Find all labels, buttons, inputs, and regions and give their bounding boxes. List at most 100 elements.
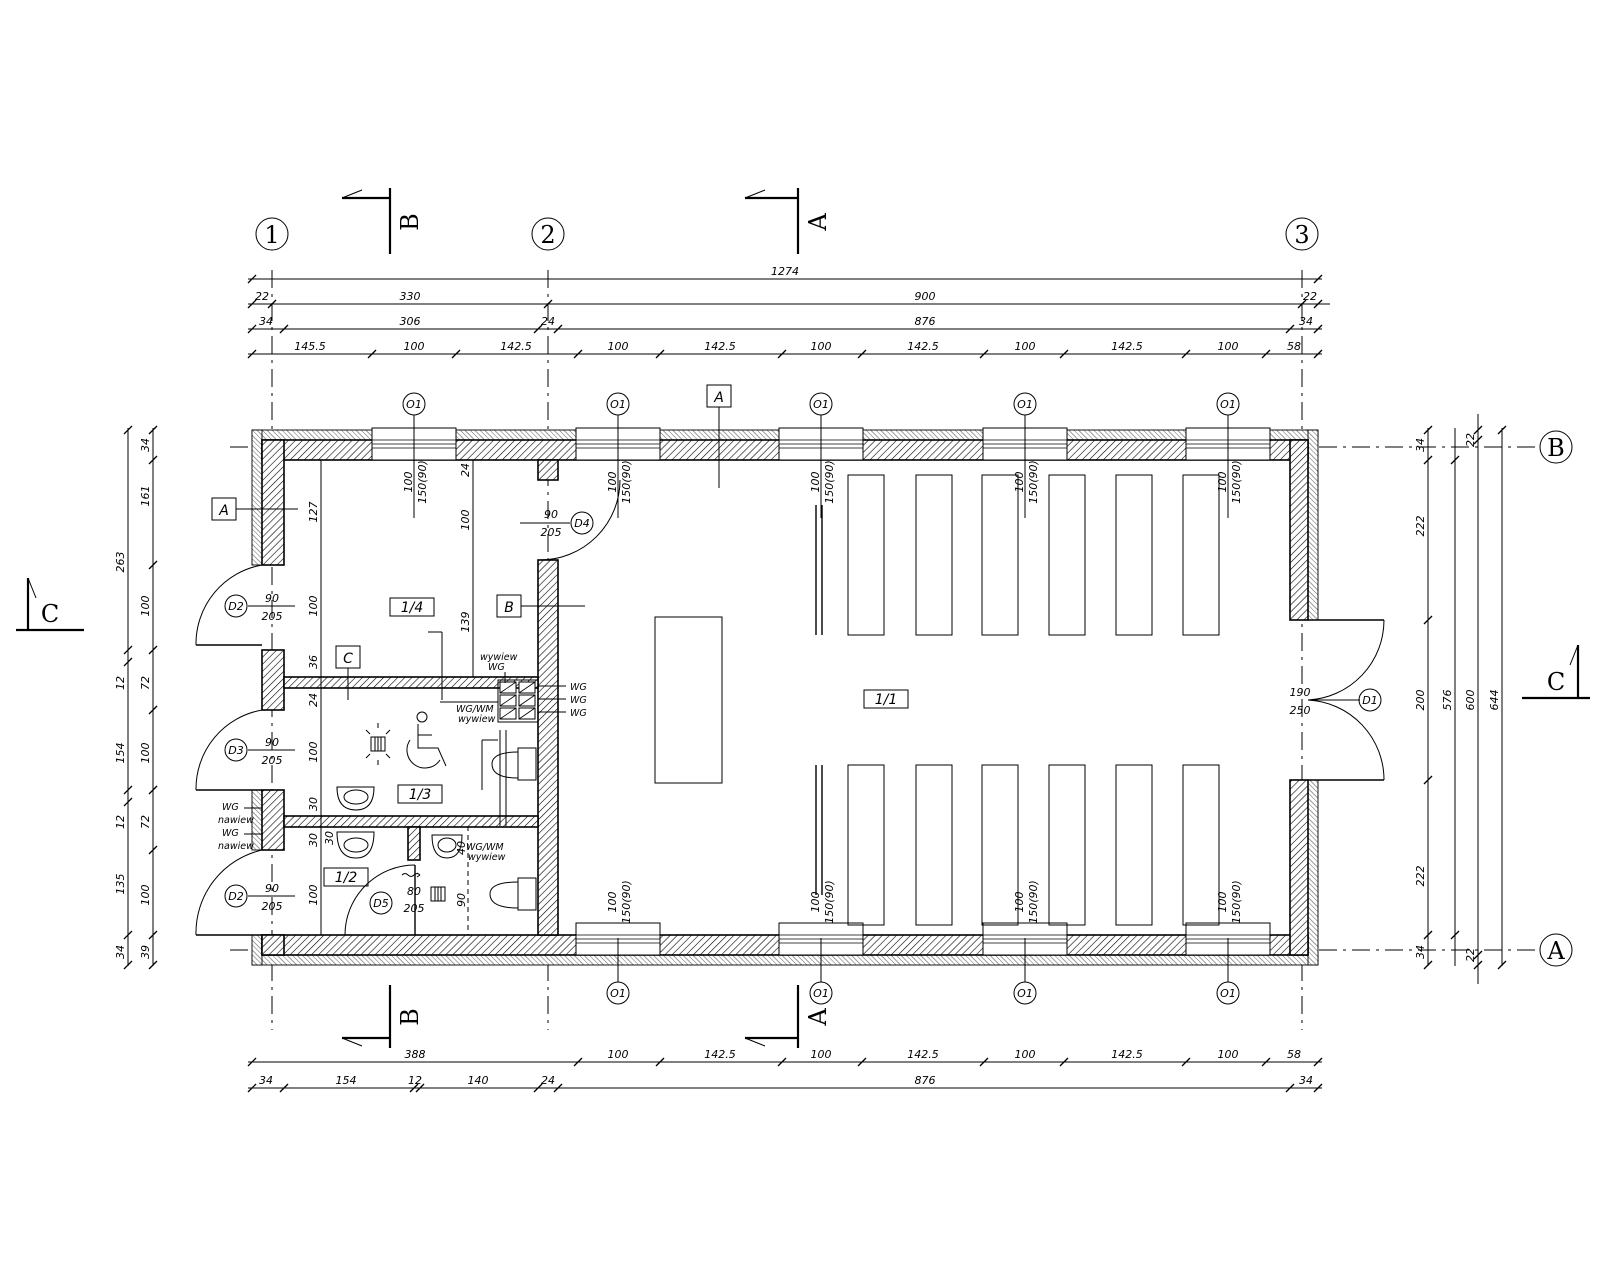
svg-text:12: 12 bbox=[408, 1074, 422, 1087]
vent-shafts: WG WG WG wywiew WG WG/WM wywiew WG/WM wy… bbox=[218, 652, 587, 863]
window-tag bbox=[1013, 981, 1037, 1005]
svg-text:100: 100 bbox=[1216, 892, 1229, 913]
svg-text:1274: 1274 bbox=[771, 265, 799, 278]
door-tag-d1 bbox=[1358, 688, 1382, 712]
svg-text:205: 205 bbox=[262, 900, 283, 913]
svg-text:1/3: 1/3 bbox=[409, 787, 432, 803]
window-tag bbox=[1216, 981, 1240, 1005]
svg-text:30: 30 bbox=[323, 831, 336, 845]
svg-text:150(90): 150(90) bbox=[1027, 460, 1040, 504]
svg-text:D3: D3 bbox=[228, 744, 243, 757]
grid-axes: 1 2 3 B A bbox=[230, 217, 1573, 1030]
svg-text:34: 34 bbox=[1299, 315, 1313, 328]
accessible-wc-icon bbox=[406, 711, 447, 769]
bench-lower-5 bbox=[1115, 764, 1153, 926]
axis-bubble-2: 2 bbox=[531, 217, 565, 251]
svg-text:O1: O1 bbox=[1017, 987, 1033, 1000]
svg-text:100: 100 bbox=[809, 472, 822, 493]
svg-text:150(90): 150(90) bbox=[823, 460, 836, 504]
svg-text:600: 600 bbox=[1464, 690, 1477, 711]
svg-text:34: 34 bbox=[1414, 438, 1427, 452]
window-tag bbox=[1013, 392, 1037, 416]
bench-upper-3 bbox=[981, 474, 1019, 636]
svg-text:100: 100 bbox=[402, 472, 415, 493]
insulation-left-bottom bbox=[251, 934, 263, 966]
svg-text:90: 90 bbox=[265, 592, 279, 605]
svg-text:205: 205 bbox=[262, 610, 283, 623]
svg-text:876: 876 bbox=[915, 1074, 936, 1087]
svg-text:nawiew: nawiew bbox=[218, 841, 254, 852]
wall-partition-main bbox=[537, 559, 559, 936]
axis-bubble-B: B bbox=[1539, 430, 1573, 464]
svg-text:A: A bbox=[804, 1008, 832, 1027]
bench-lower-1 bbox=[847, 764, 885, 926]
bench-lower-2 bbox=[915, 764, 953, 926]
svg-text:wywiew: wywiew bbox=[468, 852, 506, 863]
svg-text:1/2: 1/2 bbox=[335, 870, 358, 886]
svg-text:D1: D1 bbox=[1362, 694, 1377, 707]
svg-text:22: 22 bbox=[1464, 433, 1477, 447]
svg-text:100: 100 bbox=[809, 892, 822, 913]
svg-text:142.5: 142.5 bbox=[907, 340, 939, 353]
svg-text:72: 72 bbox=[139, 815, 152, 829]
svg-text:388: 388 bbox=[405, 1048, 426, 1061]
section-marker-c-left: C bbox=[16, 577, 84, 632]
svg-text:142.5: 142.5 bbox=[500, 340, 532, 353]
window-tag bbox=[606, 392, 630, 416]
svg-text:100: 100 bbox=[1013, 892, 1026, 913]
svg-text:30: 30 bbox=[307, 833, 320, 847]
svg-text:D2: D2 bbox=[228, 600, 243, 613]
svg-text:34: 34 bbox=[1414, 945, 1427, 959]
svg-text:30: 30 bbox=[307, 797, 320, 811]
svg-text:142.5: 142.5 bbox=[1111, 340, 1143, 353]
wall-west-upper bbox=[261, 439, 285, 566]
svg-text:150(90): 150(90) bbox=[620, 880, 633, 924]
door-tag-d2-upper bbox=[224, 594, 248, 618]
svg-text:150(90): 150(90) bbox=[1027, 880, 1040, 924]
bench-lower-4 bbox=[1048, 764, 1086, 926]
insulation-right-top bbox=[1307, 429, 1319, 621]
svg-text:12: 12 bbox=[114, 815, 127, 829]
door-tag-d3 bbox=[224, 738, 248, 762]
svg-text:100: 100 bbox=[606, 892, 619, 913]
benches bbox=[847, 474, 1220, 926]
svg-text:205: 205 bbox=[404, 902, 425, 915]
svg-text:O1: O1 bbox=[406, 398, 422, 411]
wall-tag-a-left: A bbox=[211, 497, 298, 521]
bench-lower-6 bbox=[1182, 764, 1220, 926]
sanitary-fixtures bbox=[336, 711, 537, 935]
radiator-icon-13 bbox=[365, 723, 391, 765]
svg-text:36: 36 bbox=[307, 655, 320, 669]
room-label-12: 1/2 bbox=[323, 867, 369, 887]
svg-text:135: 135 bbox=[114, 874, 127, 895]
svg-text:wywiew: wywiew bbox=[480, 652, 518, 663]
svg-text:nawiew: nawiew bbox=[218, 815, 254, 826]
svg-text:1: 1 bbox=[264, 221, 279, 249]
svg-text:34: 34 bbox=[1299, 1074, 1313, 1087]
wall-tag-c: C bbox=[335, 645, 361, 700]
toilet-icon-12 bbox=[489, 877, 537, 911]
door-tag-d4 bbox=[570, 511, 594, 535]
wall-east-lower bbox=[1289, 779, 1309, 956]
svg-text:O1: O1 bbox=[1220, 987, 1236, 1000]
door-d2-lower: D2 90 205 bbox=[195, 849, 295, 936]
svg-text:142.5: 142.5 bbox=[704, 1048, 736, 1061]
svg-text:O1: O1 bbox=[1220, 398, 1236, 411]
door-d3: D3 90 205 bbox=[195, 709, 295, 791]
svg-text:100: 100 bbox=[1218, 1048, 1239, 1061]
svg-text:58: 58 bbox=[1287, 340, 1301, 353]
door-d2-upper: D2 90 205 bbox=[195, 564, 295, 646]
svg-text:222: 222 bbox=[1414, 516, 1427, 537]
svg-text:90: 90 bbox=[544, 508, 558, 521]
svg-text:200: 200 bbox=[1414, 690, 1427, 711]
svg-text:1/4: 1/4 bbox=[401, 600, 424, 616]
axis-bubble-3: 3 bbox=[1285, 217, 1319, 251]
svg-text:161: 161 bbox=[139, 486, 152, 507]
svg-text:34: 34 bbox=[139, 438, 152, 452]
